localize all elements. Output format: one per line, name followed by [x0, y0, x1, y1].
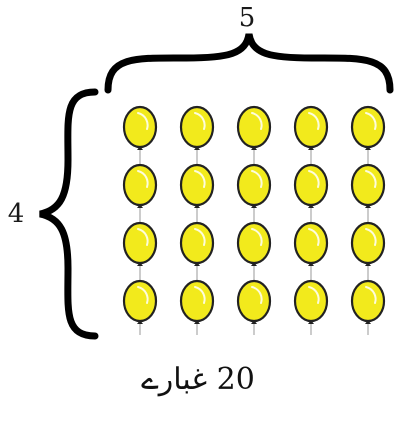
- balloon: [238, 223, 270, 266]
- balloon: [295, 223, 327, 266]
- total-caption: 20 غبارے: [0, 362, 396, 397]
- top-curly-brace: [108, 34, 390, 90]
- balloon: [181, 223, 213, 266]
- left-curly-brace: [40, 92, 95, 336]
- balloon: [352, 281, 384, 324]
- balloon: [295, 281, 327, 324]
- balloon: [181, 165, 213, 208]
- balloon: [124, 223, 156, 266]
- balloon: [352, 165, 384, 208]
- columns-count-label: 5: [239, 3, 256, 33]
- balloon: [238, 165, 270, 208]
- balloon: [124, 281, 156, 324]
- balloon-grid: [124, 107, 384, 335]
- balloon: [181, 281, 213, 324]
- balloon: [181, 107, 213, 150]
- balloon: [295, 107, 327, 150]
- balloon: [295, 165, 327, 208]
- balloon: [124, 165, 156, 208]
- rows-count-label: 4: [8, 199, 25, 229]
- balloon: [352, 223, 384, 266]
- balloon: [352, 107, 384, 150]
- balloon: [238, 107, 270, 150]
- balloon: [124, 107, 156, 150]
- balloon: [238, 281, 270, 324]
